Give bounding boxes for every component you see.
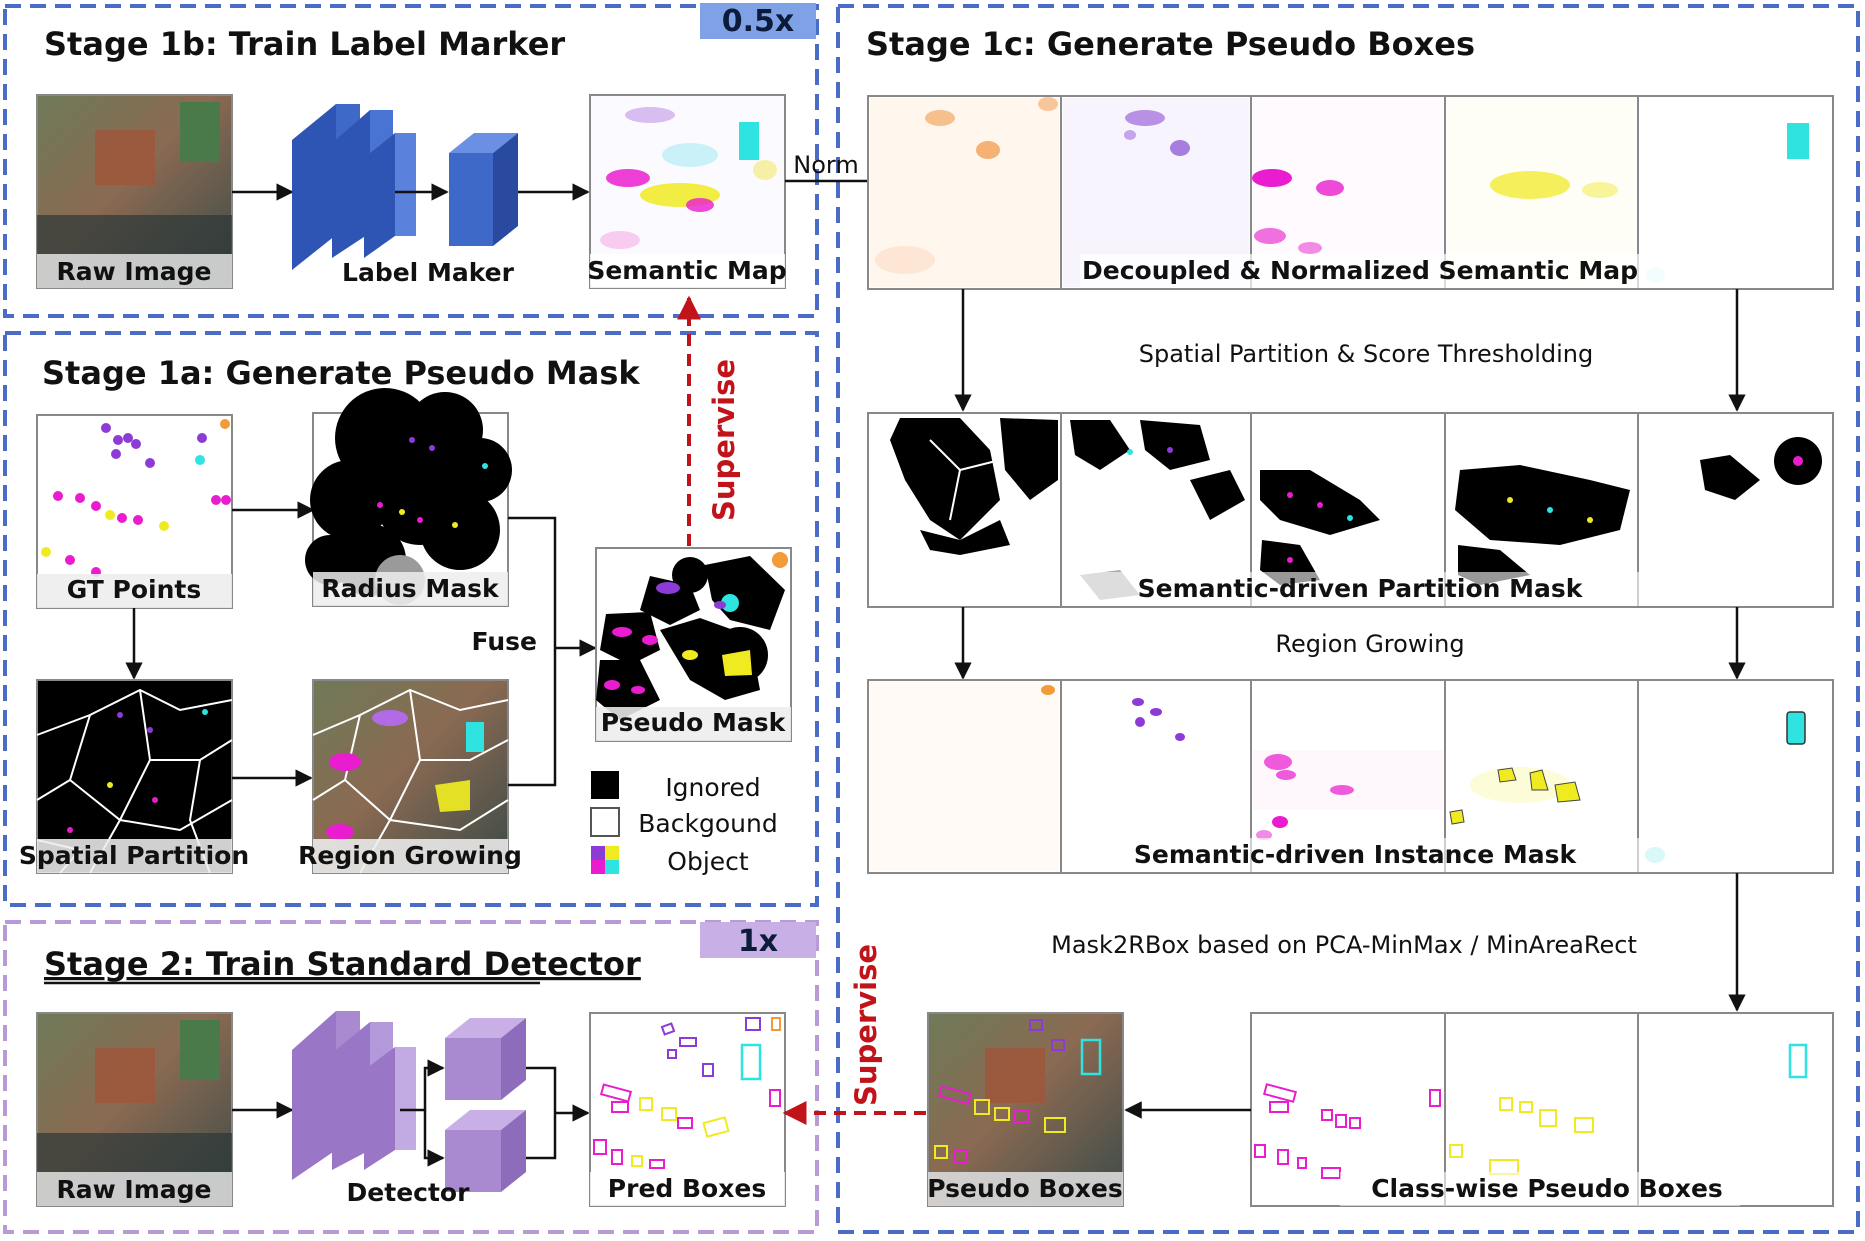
svg-text:Semantic-driven Partition Mask: Semantic-driven Partition Mask xyxy=(1138,574,1584,603)
detector-label: Detector xyxy=(347,1178,471,1207)
legend: Ignored Backgound Object xyxy=(590,771,778,876)
stage1b-frame xyxy=(3,4,819,318)
pseudo-mask: Pseudo Mask xyxy=(595,547,792,742)
svg-text:Spatial Partition: Spatial Partition xyxy=(19,841,249,870)
stage1c-frame xyxy=(836,4,1860,1234)
legend-background: Backgound xyxy=(638,809,777,838)
speed-0-5x: 0.5x xyxy=(722,4,795,39)
svg-text:Pseudo Boxes: Pseudo Boxes xyxy=(927,1174,1122,1203)
svg-text:Pred Boxes: Pred Boxes xyxy=(608,1174,766,1203)
svg-text:Raw Image: Raw Image xyxy=(57,257,212,286)
badge-0-5x xyxy=(700,3,816,39)
stage2-title: Stage 2: Train Standard Detector xyxy=(44,945,641,983)
region-growing: Region Growing xyxy=(298,679,522,874)
radius-mask: Radius Mask xyxy=(305,388,512,607)
supervise-label-1a: Supervise xyxy=(707,359,741,521)
raw-image-1b: Raw Image xyxy=(36,94,233,289)
gt-points: GT Points xyxy=(36,414,233,609)
supervise-label-1c: Supervise xyxy=(849,944,883,1106)
legend-ignored: Ignored xyxy=(665,773,760,802)
svg-text:Pseudo Mask: Pseudo Mask xyxy=(601,708,787,737)
semantic-map: Semantic Map xyxy=(587,94,787,289)
spatial-partition: Spatial Partition xyxy=(19,679,249,874)
label-maker-network xyxy=(292,104,518,270)
svg-text:Radius Mask: Radius Mask xyxy=(321,574,500,603)
label-maker-label: Label Maker xyxy=(342,258,515,287)
norm-label: Norm xyxy=(793,151,858,179)
step-box-label: Mask2RBox based on PCA-MinMax / MinAreaR… xyxy=(1051,931,1637,959)
stage1a-frame xyxy=(3,331,819,907)
stage2-frame xyxy=(3,920,819,1234)
step-threshold-label: Spatial Partition & Score Thresholding xyxy=(1139,340,1594,368)
svg-text:Class-wise Pseudo Boxes: Class-wise Pseudo Boxes xyxy=(1371,1174,1723,1203)
instance-masks: Semantic-driven Instance Mask xyxy=(867,679,1834,874)
raw-image-stage2: Raw Image xyxy=(36,1012,233,1207)
svg-text:Semantic Map: Semantic Map xyxy=(587,256,786,285)
svg-text:Raw Image: Raw Image xyxy=(57,1175,212,1204)
legend-object: Object xyxy=(667,847,749,876)
fuse-label: Fuse xyxy=(472,627,537,656)
detector-network xyxy=(292,1011,526,1192)
badge-1x xyxy=(700,922,816,958)
speed-1x: 1x xyxy=(738,924,778,959)
stage1b-title: Stage 1b: Train Label Marker xyxy=(44,25,565,63)
stage1a-title: Stage 1a: Generate Pseudo Mask xyxy=(42,354,640,392)
classwise-pseudo-boxes: Class-wise Pseudo Boxes xyxy=(1250,1012,1834,1207)
decoupled-semantic-maps: Decoupled & Normalized Semantic Map xyxy=(867,95,1834,290)
svg-text:Region Growing: Region Growing xyxy=(298,841,522,870)
svg-text:Decoupled & Normalized Semanti: Decoupled & Normalized Semantic Map xyxy=(1082,256,1638,285)
svg-text:GT Points: GT Points xyxy=(67,575,202,604)
stage1c-title: Stage 1c: Generate Pseudo Boxes xyxy=(866,25,1475,63)
partition-masks: Semantic-driven Partition Mask xyxy=(867,412,1834,608)
step-region-label: Region Growing xyxy=(1275,630,1464,658)
svg-text:Semantic-driven Instance Mask: Semantic-driven Instance Mask xyxy=(1134,840,1578,869)
pseudo-boxes: Pseudo Boxes xyxy=(927,1012,1124,1207)
pred-boxes: Pred Boxes xyxy=(589,1012,786,1207)
